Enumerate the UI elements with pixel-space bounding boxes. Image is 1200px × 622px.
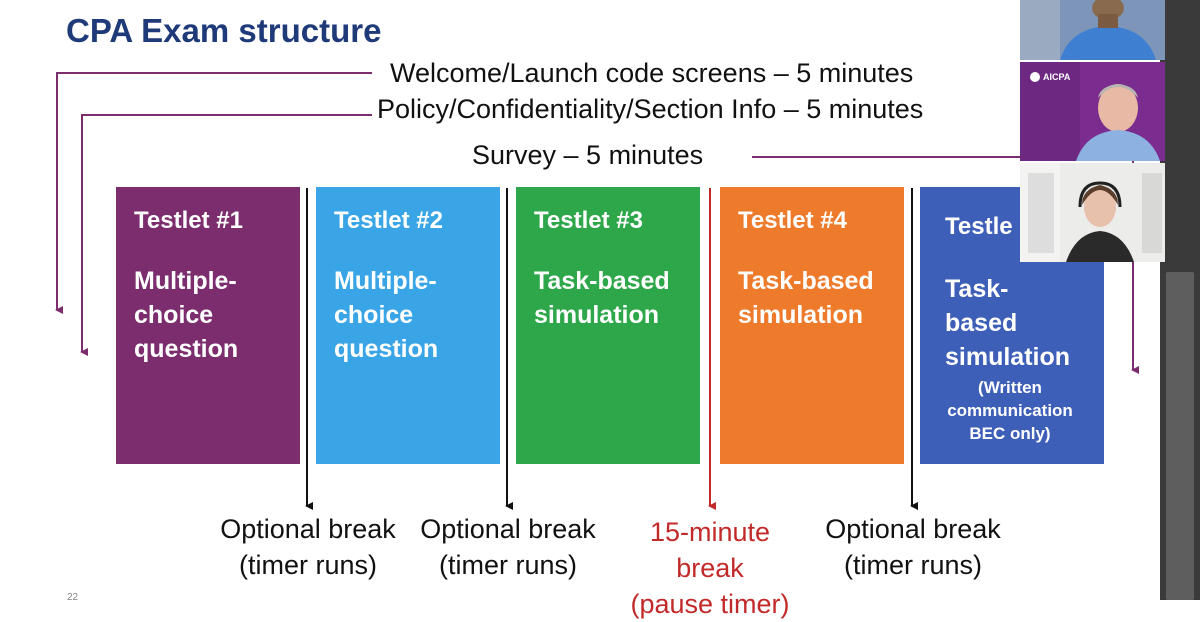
timeline-welcome: Welcome/Launch code screens – 5 minutes <box>390 58 914 88</box>
break-label-2: Optional break (timer runs) <box>408 511 608 583</box>
participant-video-1[interactable] <box>1020 0 1165 60</box>
testlet-1-tile: Testlet #1 Multiple- choice question <box>116 187 300 464</box>
testlet-4-tile: Testlet #4 Task-based simulation <box>720 187 904 464</box>
policy-connector <box>80 114 372 356</box>
break-label-line: Optional break <box>220 514 396 544</box>
break-label-line: (timer runs) <box>238 550 377 580</box>
testlet-3-body-line: Task-based <box>534 266 670 295</box>
testlet-2-body-line: Multiple- <box>334 266 437 295</box>
break-label-line: Optional break <box>825 514 1001 544</box>
break-label-line: (timer runs) <box>843 550 982 580</box>
aicpa-logo: AICPA <box>1030 72 1070 82</box>
break-label-line: Optional break <box>420 514 596 544</box>
aicpa-logo-icon <box>1030 72 1040 82</box>
testlet-2-body-line: question <box>334 334 439 363</box>
testlet-5-body-line: Task- <box>945 274 1009 303</box>
break-label-line: (pause timer) <box>630 589 790 619</box>
break-label-4: Optional break (timer runs) <box>813 511 1013 583</box>
testlet-5-note-line: (Written <box>978 377 1042 397</box>
testlet-5-body-line: based <box>945 308 1018 337</box>
participant-avatar <box>1020 0 1165 60</box>
timeline-survey: Survey – 5 minutes <box>472 140 704 170</box>
testlet-1-body-line: choice <box>134 300 214 329</box>
participant-video-2[interactable]: AICPA <box>1020 62 1165 161</box>
participant-avatar <box>1020 163 1165 262</box>
testlet-4-body-line: simulation <box>738 300 864 329</box>
testlet-1-body-line: Multiple- <box>134 266 237 295</box>
break-label-line: break <box>676 553 744 583</box>
participant-avatar <box>1020 62 1165 161</box>
break-label-1: Optional break (timer runs) <box>208 511 408 583</box>
testlet-2-tile: Testlet #2 Multiple- choice question <box>316 187 500 464</box>
testlet-5-body: Task- based simulation <box>945 272 1086 374</box>
timeline-policy: Policy/Confidentiality/Section Info – 5 … <box>377 94 924 124</box>
testlet-1-body: Multiple- choice question <box>134 264 282 366</box>
testlet-5-note: (Written communication BEC only) <box>927 376 1093 445</box>
testlet-2-body-line: choice <box>334 300 414 329</box>
scrollbar-thumb[interactable] <box>1166 272 1194 600</box>
participant-video-3[interactable] <box>1020 163 1165 262</box>
break-label-line: 15-minute <box>649 517 771 547</box>
slide-title: CPA Exam structure <box>66 12 382 49</box>
testlet-3-body-line: simulation <box>534 300 660 329</box>
slide: CPA Exam structure Welcome/Launch code s… <box>55 12 1139 619</box>
testlet-1-body-line: question <box>134 334 239 363</box>
testlet-5-note-line: communication <box>947 400 1073 420</box>
testlet-5-title: Testle <box>945 213 1013 240</box>
testlet-3-tile: Testlet #3 Task-based simulation <box>516 187 700 464</box>
testlet-4-title: Testlet #4 <box>738 207 847 234</box>
testlet-3-title: Testlet #3 <box>534 207 643 234</box>
testlet-5-note-line: BEC only) <box>969 423 1051 443</box>
testlet-3-body: Task-based simulation <box>534 264 682 332</box>
testlet-4-body-line: Task-based <box>738 266 874 295</box>
welcome-connector <box>55 72 372 314</box>
page-number: 22 <box>67 592 79 603</box>
aicpa-logo-text: AICPA <box>1043 72 1071 82</box>
testlet-4-body: Task-based simulation <box>738 264 886 332</box>
testlet-2-title: Testlet #2 <box>334 207 443 234</box>
testlet-2-body: Multiple- choice question <box>334 264 482 366</box>
testlet-5-body-line: simulation <box>945 342 1071 371</box>
break-label-3: 15-minute break (pause timer) <box>610 514 810 622</box>
video-panel: AICPA <box>1020 0 1200 600</box>
break-label-line: (timer runs) <box>438 550 577 580</box>
testlet-1-title: Testlet #1 <box>134 207 243 234</box>
